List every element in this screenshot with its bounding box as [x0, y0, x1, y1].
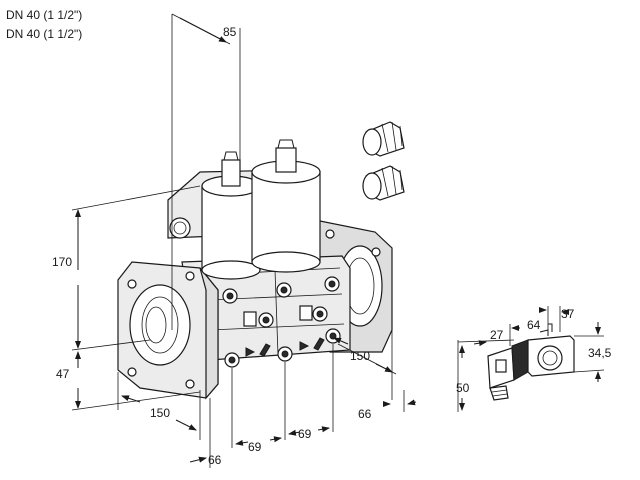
dim-66-bottom: 66 — [208, 453, 222, 467]
model-title-line-2: DN 40 (1 1/2") — [6, 27, 83, 41]
solenoid-coil-right — [251, 139, 321, 273]
fittings — [222, 276, 341, 368]
dim-64: 64 — [527, 318, 541, 332]
valve-assembly — [117, 139, 393, 400]
left-flange — [117, 261, 219, 400]
dim-50: 50 — [456, 381, 470, 395]
dim-27: 27 — [490, 328, 504, 342]
dim-69-a: 69 — [248, 440, 262, 454]
cable-gland-1 — [362, 121, 405, 157]
dim-66-right: 66 — [358, 407, 372, 421]
dim-150-left: 150 — [150, 406, 170, 420]
dim-34-5: 34,5 — [588, 346, 612, 360]
dimension-lines — [71, 13, 605, 468]
dim-150-right: 150 — [350, 349, 370, 363]
dim-37: 37 — [561, 307, 575, 321]
dim-170: 170 — [52, 255, 72, 269]
model-title-line-1: DN 40 (1 1/2") — [6, 8, 83, 22]
dim-69-b: 69 — [298, 427, 312, 441]
solenoid-coil-left — [201, 151, 261, 280]
dim-47: 47 — [56, 367, 70, 381]
dim-85: 85 — [223, 25, 237, 39]
connector-detail — [487, 323, 575, 401]
cable-gland-2 — [362, 165, 405, 201]
